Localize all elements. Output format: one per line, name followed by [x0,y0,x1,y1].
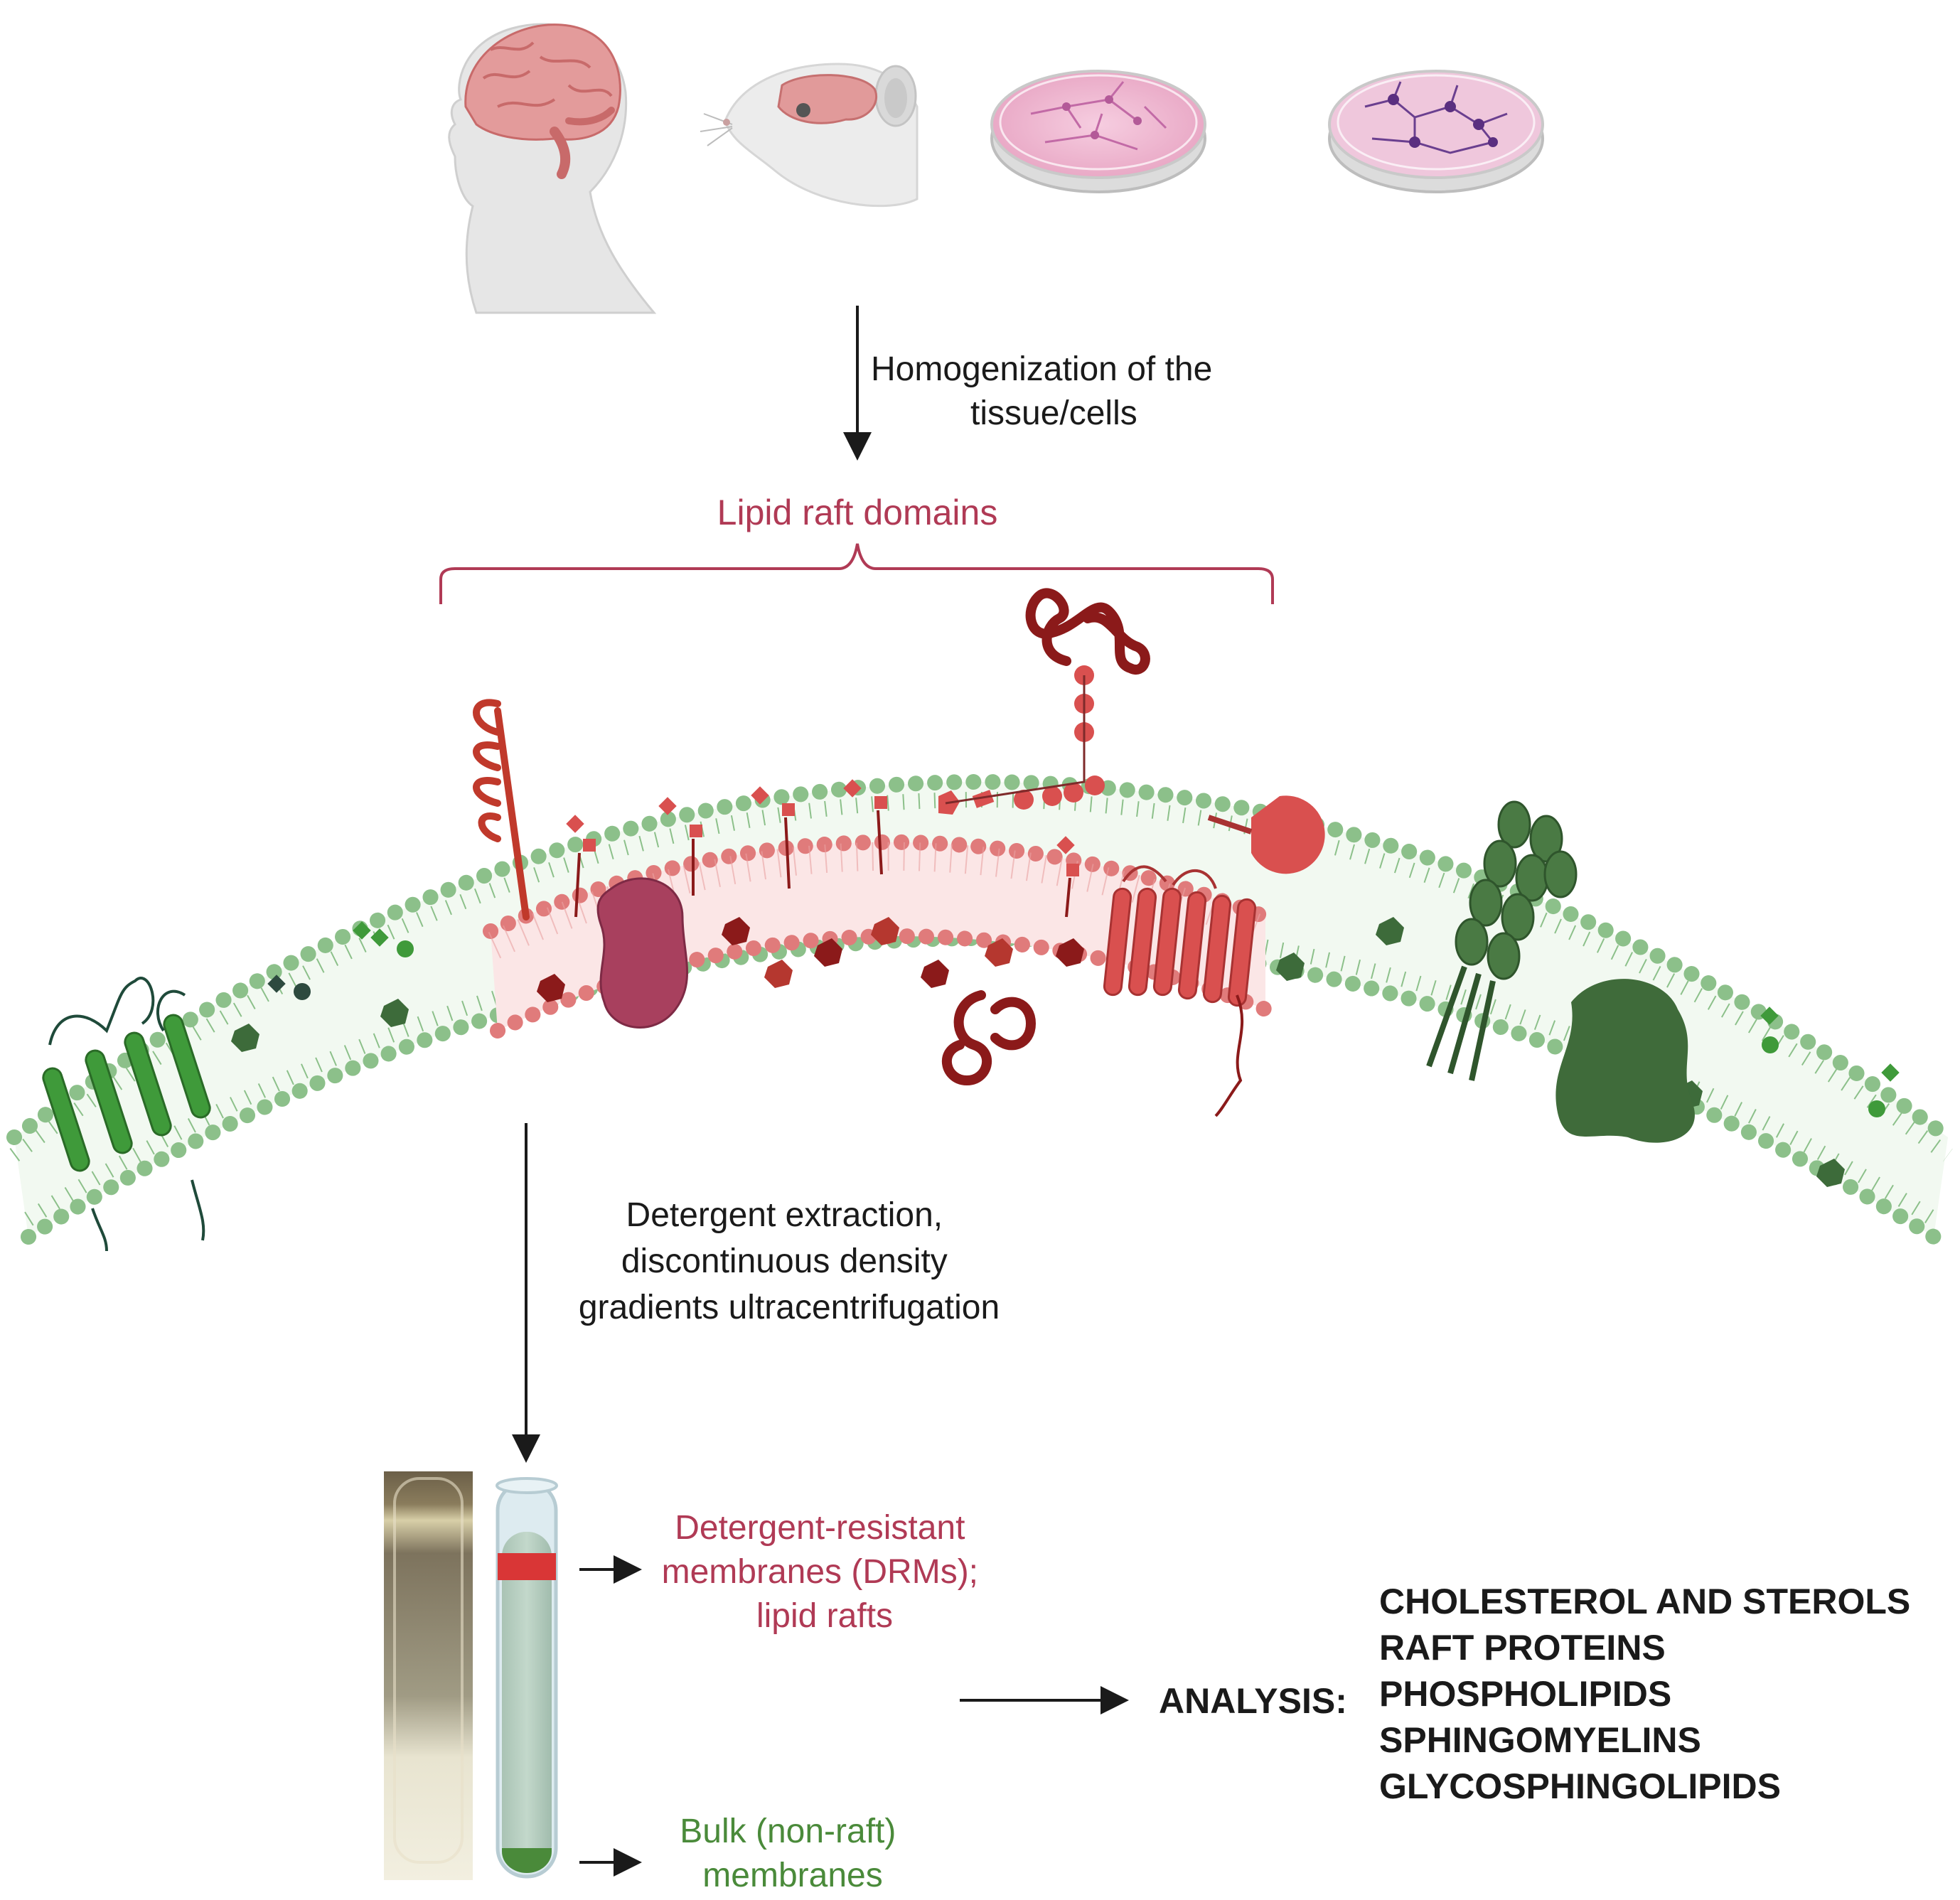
cell-culture-dish-icon [990,70,1206,193]
neuron-culture-dish-icon [1328,70,1544,193]
gradient-tube-photo [384,1471,473,1880]
analysis-item: CHOLESTEROL AND STEROLS [1379,1582,1910,1621]
centrifuge-tube-icon [496,1477,558,1879]
extraction-label: Detergent extraction, discontinuous dens… [579,1196,1000,1326]
analysis-item: PHOSPHOLIPIDS [1379,1674,1671,1714]
lipid-bilayer-icon [6,588,1956,1252]
analysis-list: CHOLESTEROL AND STEROLS RAFT PROTEINS PH… [1379,1582,1920,1806]
drm-label: Detergent-resistant membranes (DRMs); li… [662,1509,988,1635]
lipid-raft-bracket [439,543,1274,604]
analysis-item: SPHINGOMYELINS [1379,1720,1701,1760]
mouse-brain-icon [700,63,919,208]
analysis-item: RAFT PROTEINS [1379,1628,1666,1668]
lipid-raft-label: Lipid raft domains [717,493,998,532]
bulk-label: Bulk (non-raft) membranes [680,1813,905,1894]
homogenization-label: Homogenization of the tissue/cells [871,350,1222,432]
human-brain-icon [448,23,657,314]
analysis-label: ANALYSIS: [1159,1681,1347,1721]
analysis-item: GLYCOSPHINGOLIPIDS [1379,1766,1781,1806]
